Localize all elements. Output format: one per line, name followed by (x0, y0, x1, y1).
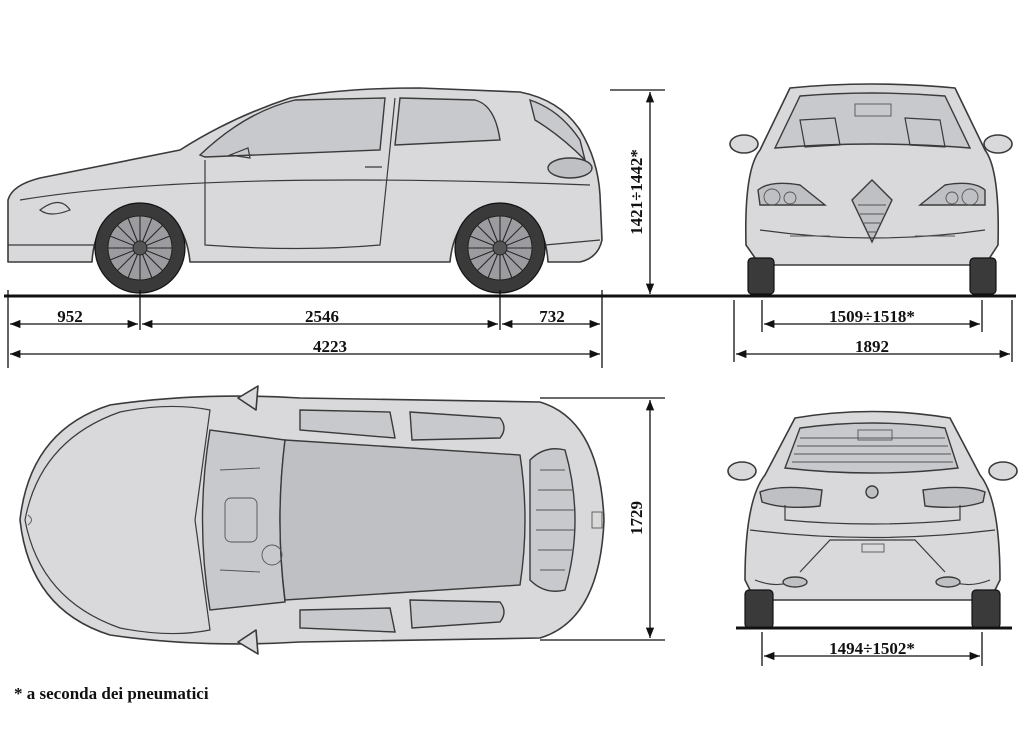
wheelbase-label: 2546 (305, 307, 339, 326)
width-top-label: 1729 (627, 501, 646, 535)
front-wheel (94, 202, 186, 294)
rear-track-label: 1494÷1502* (829, 639, 915, 658)
front-dimensions: 1509÷1518* 1892 (733, 300, 1013, 362)
width-front-label: 1892 (855, 337, 889, 356)
top-dimensions: 1729 (540, 397, 665, 641)
front-overhang-label: 952 (57, 307, 83, 326)
side-view (7, 87, 603, 294)
front-track-label: 1509÷1518* (829, 307, 915, 326)
height-label: 1421÷1442* (627, 149, 646, 235)
side-dimensions: 952 2546 732 4223 1421÷1442* (7, 89, 665, 368)
top-view (19, 385, 605, 655)
rear-overhang-label: 732 (539, 307, 565, 326)
tyre-footnote: * a seconda dei pneumatici (14, 684, 209, 703)
rear-view (727, 410, 1018, 630)
overall-length-label: 4223 (313, 337, 347, 356)
rear-dimensions: 1494÷1502* (761, 632, 983, 666)
front-view (729, 83, 1013, 295)
rear-wheel (454, 202, 546, 294)
